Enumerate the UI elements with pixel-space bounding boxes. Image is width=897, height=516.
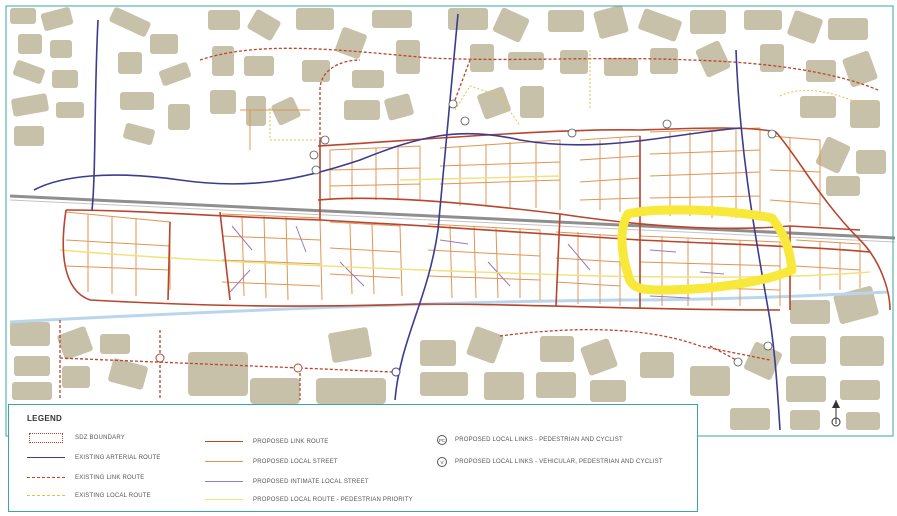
pedestrian-swatch [205,495,243,505]
legend-item-vehicular-link: V PROPOSED LOCAL LINKS - VEHICULAR, PEDE… [437,455,663,469]
railway-line [9,194,896,240]
intimate-swatch [205,477,243,487]
existing-link-routes [59,47,879,400]
highlighted-area [617,205,797,295]
pc-symbol-icon: PC [437,435,447,445]
legend-label: SDZ BOUNDARY [75,435,125,441]
existing-arterial-routes [33,13,781,431]
legend-item-pedestrian-cyclist-link: PC PROPOSED LOCAL LINKS - PEDESTRIAN AND… [437,433,623,447]
legend-item-sdz-boundary: SDZ BOUNDARY [27,431,125,445]
legend-item-existing-local: EXISTING LOCAL ROUTE [27,489,151,503]
legend-label: EXISTING LOCAL ROUTE [75,493,151,499]
north-arrow-icon [827,398,845,428]
legend-item-pedestrian: PROPOSED LOCAL ROUTE - PEDESTRIAN PRIORI… [205,493,413,507]
legend-item-existing-link: EXISTING LINK ROUTE [27,471,144,485]
legend-label: PROPOSED LOCAL ROUTE - PEDESTRIAN PRIORI… [253,497,413,503]
building-footprints [10,5,886,430]
canal [9,290,889,324]
legend-label: PROPOSED LOCAL LINKS - VEHICULAR, PEDEST… [455,459,663,465]
legend-label: PROPOSED INTIMATE LOCAL STREET [253,479,369,485]
map-legend: LEGEND SDZ BOUNDARY EXISTING ARTERIAL RO… [8,404,698,512]
legend-item-proposed-local: PROPOSED LOCAL STREET [205,455,338,469]
proposed-intimate-streets [229,225,725,299]
legend-item-proposed-link: PROPOSED LINK ROUTE [205,435,328,449]
legend-item-arterial: EXISTING ARTERIAL ROUTE [27,451,161,465]
legend-label: PROPOSED LINK ROUTE [253,439,329,445]
v-symbol-icon: V [437,457,447,467]
legend-label: PROPOSED LOCAL STREET [253,459,338,465]
proposed-link-swatch [205,437,243,447]
legend-label: EXISTING LINK ROUTE [75,475,145,481]
existing-local-swatch [27,491,65,501]
legend-item-intimate: PROPOSED INTIMATE LOCAL STREET [205,475,369,489]
existing-link-swatch [27,473,65,483]
legend-label: PROPOSED LOCAL LINKS - PEDESTRIAN AND CY… [455,437,623,443]
junction-markers [155,353,303,373]
link-markers [309,99,777,367]
legend-title: LEGEND [27,414,63,423]
existing-local-routes [269,50,861,141]
arterial-junction-marker [391,367,401,377]
proposed-local-swatch [205,457,243,467]
sdz-boundary-swatch [27,433,65,443]
legend-label: EXISTING ARTERIAL ROUTE [75,455,161,461]
arterial-swatch [27,453,65,463]
